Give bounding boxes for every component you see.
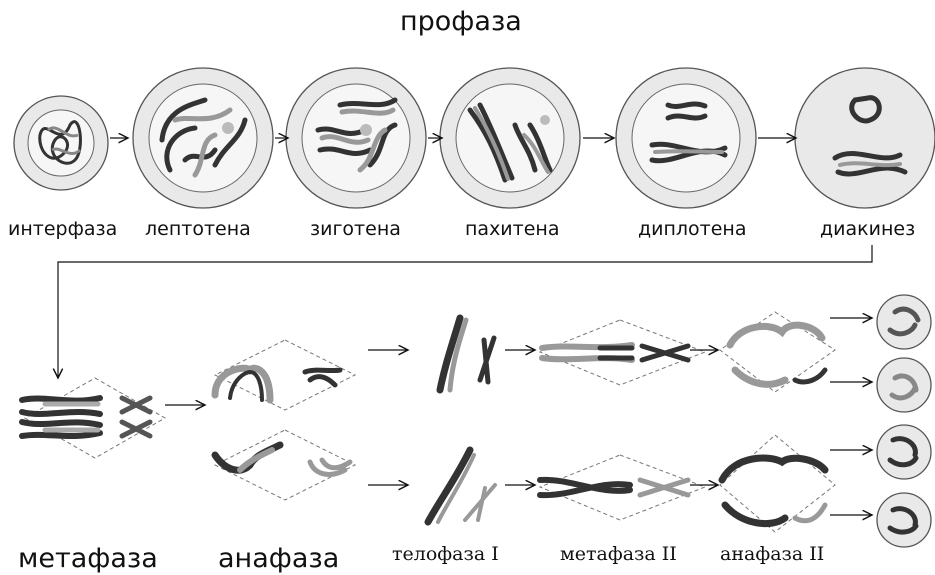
- label-pachytene: пахитена: [465, 218, 559, 240]
- telophase-bottom: [428, 450, 495, 522]
- anaphase-bottom: [215, 430, 355, 500]
- metaphase-spindle: [22, 378, 165, 458]
- label-anaphase: анафаза: [218, 543, 339, 574]
- anaphase-top: [215, 340, 355, 410]
- anaphase2-bottom: [720, 435, 835, 532]
- label-zygotene: зиготена: [310, 218, 401, 240]
- cell-interphase: [14, 96, 108, 190]
- metaphase2-bottom: [540, 455, 705, 520]
- telophase-top: [440, 318, 494, 390]
- anaphase2-top: [720, 312, 835, 392]
- label-diplotene: диплотена: [638, 218, 747, 240]
- connector-arrow: [58, 245, 872, 378]
- gamete-1: [877, 295, 931, 349]
- metaphase2-top: [540, 320, 705, 385]
- label-metaphase: метафаза: [18, 543, 158, 574]
- cell-zygotene: [286, 68, 426, 208]
- cell-diakinesis: [795, 68, 935, 208]
- gamete-2: [877, 358, 931, 412]
- gamete-3: [877, 425, 931, 479]
- label-telophase-1: телофаза I: [392, 543, 499, 565]
- final-arrows: [830, 318, 872, 515]
- label-leptotene: лептотена: [145, 218, 251, 240]
- label-metaphase-2: метафаза II: [560, 543, 677, 565]
- gamete-4: [877, 493, 931, 547]
- label-diakinesis: диакинез: [820, 218, 915, 240]
- cell-diplotene: [616, 68, 756, 208]
- cell-leptotene: [133, 68, 273, 208]
- label-interphase: интерфаза: [8, 218, 117, 240]
- diagram-title: профаза: [400, 6, 522, 37]
- label-anaphase-2: анафаза II: [720, 543, 824, 565]
- cell-pachytene: [440, 68, 580, 208]
